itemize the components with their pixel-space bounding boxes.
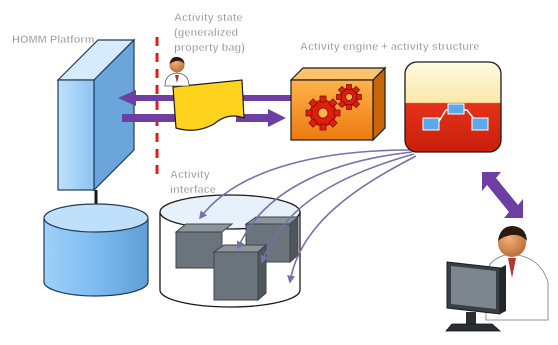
activity-structure-box (404, 61, 502, 153)
interface-cylinder (159, 194, 301, 308)
user-workstation-icon (445, 226, 549, 332)
arrow-right (122, 108, 218, 128)
structure-diagram-icon (422, 103, 489, 131)
activity-state-document (172, 79, 245, 131)
interface-arrows (199, 149, 417, 284)
interface-label-2: interface (170, 184, 216, 196)
user-double-arrow (482, 172, 523, 218)
platform-label: HOMM Platform (12, 34, 95, 46)
arrow-right-2 (236, 109, 286, 127)
activity-state-label-1: Activity state (174, 12, 242, 24)
activity-state-label-2: (generalized (174, 27, 238, 39)
gears-icon (305, 84, 362, 131)
platform-slab (56, 38, 136, 192)
activity-state-label-3: property bag) (174, 42, 245, 54)
document-icon (172, 79, 245, 131)
interface-label-1: Activity (170, 169, 211, 181)
database-cylinder (43, 203, 149, 297)
activity-engine-box (289, 66, 387, 142)
engine-label: Activity engine + activity structure (300, 41, 479, 53)
person-icon (164, 56, 190, 87)
